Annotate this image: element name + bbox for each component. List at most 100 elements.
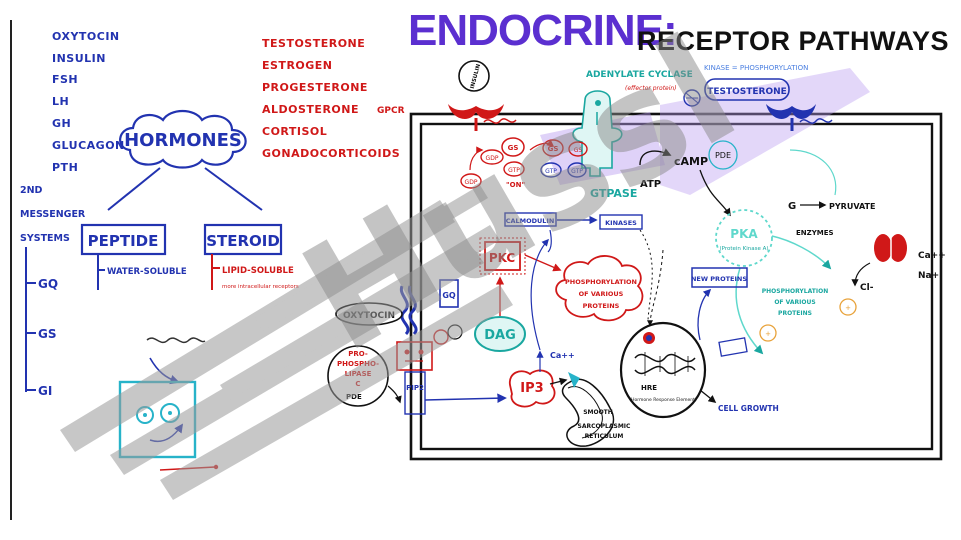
testosterone-label: TESTOSTERONE [707,87,787,97]
svg-text:+: + [845,304,851,312]
ca-ion: Ca++ [918,251,946,261]
svg-text:GTP: GTP [571,168,583,175]
phospholipase-c: PRO- PHOSPHO- LIPASE C PDE [327,345,402,407]
connector [547,229,552,253]
gq-protein: GQ [442,291,456,300]
water-soluble-note: WATER-SOLUBLE [107,267,187,277]
svg-text:MESSENGER: MESSENGER [20,209,86,220]
steroid-label: STEROID [206,232,280,250]
svg-text:SYSTEMS: SYSTEMS [20,233,70,244]
steroid-box: STEROID LIPID-SOLUBLE more intracellular… [203,223,299,290]
glycolysis: G PYRUVATE ENZYMES [788,201,875,237]
atp-label: ATP [640,179,661,190]
ip3-molecule: IP3 Ca++ [509,238,575,408]
svg-text:OF VARIOUS: OF VARIOUS [774,299,815,306]
calcium-release-label: Ca++ [550,351,575,360]
hormone-item: TESTOSTERONE [262,37,366,50]
cloud-outline [119,109,247,169]
na-ion: Na+ [918,271,939,281]
ion-channel: Ca++ Na+ Cl- [851,234,946,293]
dag-label: DAG [484,328,516,343]
svg-text:PHOSPHORYLATION: PHOSPHORYLATION [762,288,828,295]
gi-type: GI [38,384,52,398]
hormone-item: GH [52,117,72,130]
kinase-phosphorylation-label: KINASE = PHOSPHORYLATION [704,64,808,72]
svg-text:LIPASE: LIPASE [345,370,372,378]
connector [789,149,837,196]
oxytocin-ligand: OXYTOCIN [343,311,395,321]
hormone-item: PROGESTERONE [262,81,368,94]
tree-line [204,167,263,211]
adenylate-cyclase: ADENYLATE CYCLASE (effector protein) GTP… [572,70,693,200]
gtpase-label: GTPASE [590,187,637,200]
membrane-enzyme: PIP2 [396,341,507,415]
kinases-label: KINASES [605,219,637,227]
gpcr-label: GPCR [377,106,405,116]
dag-molecule: DAG [474,276,526,352]
hormone-item: ESTROGEN [262,59,333,72]
hormone-item: GLUCAGON [52,139,125,152]
camp-pathway: ATP cAMP PDE [639,140,738,217]
camp-label: cAMP [674,155,708,168]
effector-protein-note: (effector protein) [625,85,677,92]
svg-text:2ND: 2ND [20,185,43,196]
second-messenger-systems: 2ND MESSENGER SYSTEMS GQ GS GI [20,185,86,398]
pka-enzyme: PKA (Protein Kinase A) [715,209,832,355]
intracellular-note: more intracellular receptors [222,284,299,290]
left-margin-line [10,20,12,520]
svg-text:PROTEINS: PROTEINS [778,310,812,317]
gs-protein: GS [508,144,519,152]
svg-text:+: + [765,330,771,338]
svg-text:SARCOPLASMIC: SARCOPLASMIC [578,423,631,430]
page-title: ENDOCRINE: [408,6,678,55]
pkc-label: PKC [489,251,516,265]
gq-type: GQ [38,277,58,291]
hormone-item: ALDOSTERONE [262,103,359,116]
svg-text:C: C [355,380,360,388]
new-proteins-box: NEW PROTEINS [691,267,748,341]
receptor-red [448,104,504,119]
svg-text:PRO-: PRO- [348,350,368,358]
on-label: "ON" [506,181,525,189]
cell-growth-label: CELL GROWTH [718,404,779,413]
peptide-box: PEPTIDE WATER-SOLUBLE [80,223,187,290]
hormone-item: INSULIN [52,52,106,65]
pde-label: PDE [715,151,731,160]
hormones-cloud: HORMONES [107,109,263,211]
new-proteins-label: NEW PROTEINS [691,275,747,283]
hormone-item: CORTISOL [262,125,328,138]
svg-text:GTP: GTP [545,168,557,175]
gdp-label: GDP [465,179,478,186]
hormone-item: PTH [52,161,79,174]
pka-label: PKA [730,227,758,241]
insulin-receptor: INSULIN [448,60,517,131]
tree-line [107,167,161,211]
ip3-label: IP3 [520,381,543,396]
lipid-soluble-note: LIPID-SOLUBLE [222,266,294,276]
svg-text:PROTEINS: PROTEINS [583,302,620,310]
svg-text:GS: GS [548,145,559,153]
gs-type: GS [38,327,57,341]
hormone-item: LH [52,95,70,108]
pkc-enzyme: PKC [479,237,562,275]
peptide-label: PEPTIDE [88,232,159,250]
cyan-cell-doodle [118,337,219,471]
pyruvate-label: PYRUVATE [829,202,875,211]
pka-note: (Protein Kinase A) [719,246,768,252]
pip2-label: PIP2 [406,384,424,392]
phosphorylation-cloud: PHOSPHORYLATION OF VARIOUS PROTEINS [555,255,644,322]
gq-receptor: GQ OXYTOCIN [335,279,463,345]
glucose-label: G [788,201,796,212]
svg-text:RETICULUM: RETICULUM [585,433,624,440]
svg-text:PHOSPHORYLATION: PHOSPHORYLATION [565,278,637,286]
calmodulin-label: CALMODULIN [506,217,555,225]
connector [639,229,653,321]
insulin-label: INSULIN [470,63,482,89]
svg-text:PHOSPHO-: PHOSPHO- [337,360,379,368]
gtp-label: GTP [508,167,520,174]
cl-ion: Cl- [860,283,874,293]
page-subtitle: RECEPTOR PATHWAYS [637,26,950,56]
hormone-item: FSH [52,73,79,86]
